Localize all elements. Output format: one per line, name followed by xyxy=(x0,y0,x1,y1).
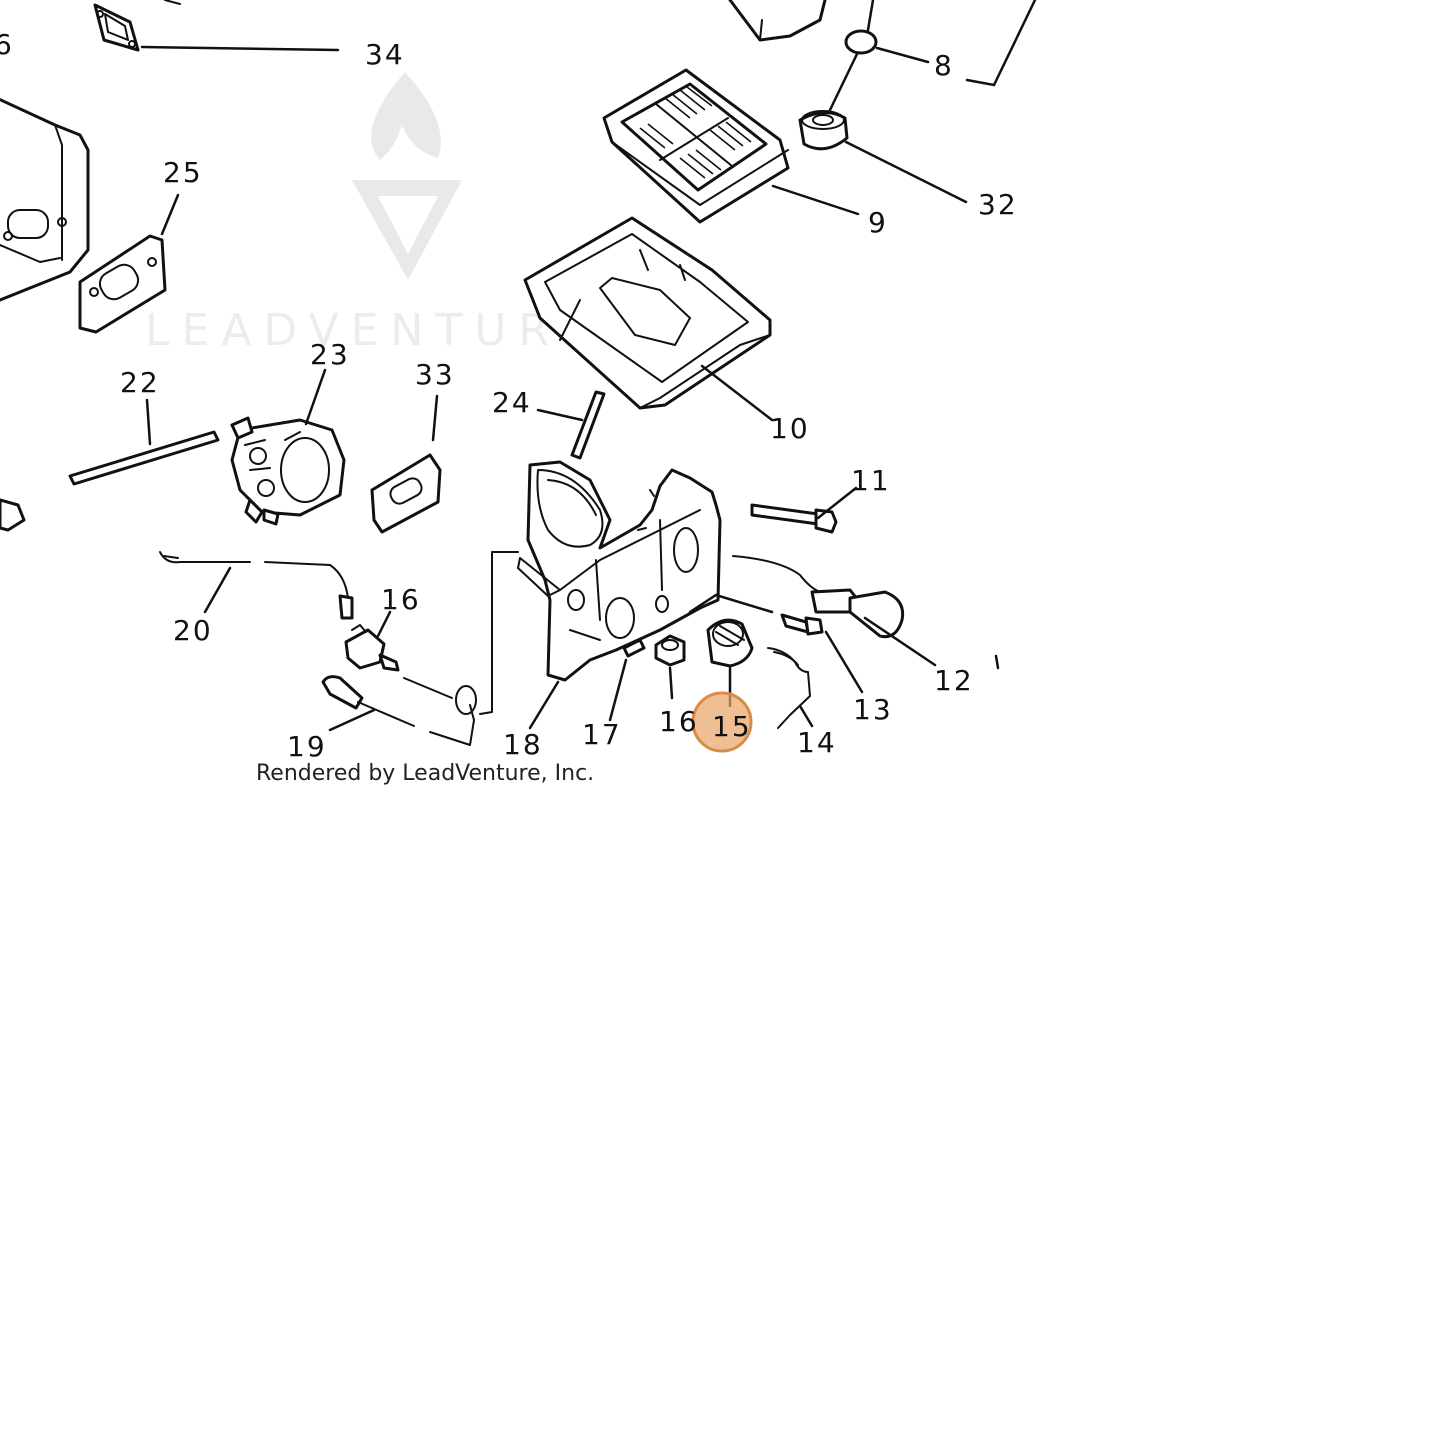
callout-14[interactable]: 14 xyxy=(797,726,837,759)
part-8-ring[interactable] xyxy=(844,29,878,55)
callout-11[interactable]: 11 xyxy=(851,464,891,497)
callout-17[interactable]: 17 xyxy=(582,718,622,751)
render-credit: Rendered by LeadVenture, Inc. xyxy=(256,761,594,786)
part-19-terminal[interactable] xyxy=(321,675,477,746)
callout-10[interactable]: 10 xyxy=(770,412,810,445)
callout-13[interactable]: 13 xyxy=(853,693,893,726)
callout-15[interactable]: 15 xyxy=(712,710,752,743)
callout-23[interactable]: 23 xyxy=(310,338,350,371)
callout-25[interactable]: 25 xyxy=(163,156,203,189)
part-10-filter-housing[interactable] xyxy=(523,216,772,410)
part-24-rod[interactable] xyxy=(570,390,606,460)
part-16-switch-upper[interactable] xyxy=(344,624,400,672)
callout-6[interactable]: 6 xyxy=(0,28,14,61)
part-18-wire xyxy=(479,551,519,715)
part-9-air-filter[interactable] xyxy=(602,68,790,224)
callout-9[interactable]: 9 xyxy=(868,206,888,239)
callout-12[interactable]: 12 xyxy=(934,664,974,697)
part-16-nut-lower[interactable] xyxy=(654,634,686,667)
callout-24[interactable]: 24 xyxy=(492,386,532,419)
part-left-edge-fitting[interactable] xyxy=(0,498,26,532)
callout-labels: 34 6 8 25 9 32 22 23 33 24 10 11 16 20 1… xyxy=(0,28,1018,763)
part-25-gasket[interactable] xyxy=(78,234,167,334)
callout-8[interactable]: 8 xyxy=(934,49,954,82)
callout-16-lower[interactable]: 16 xyxy=(659,705,699,738)
leadventure-watermark: LEADVENTURE xyxy=(145,72,601,356)
part-18-chassis[interactable] xyxy=(517,460,722,682)
part-12-choke-cable[interactable] xyxy=(732,555,905,639)
callout-32[interactable]: 32 xyxy=(978,188,1018,221)
part-33-gasket[interactable] xyxy=(370,453,442,534)
part-14-wire[interactable] xyxy=(767,647,811,729)
callout-34[interactable]: 34 xyxy=(365,38,405,71)
part-23-carburetor[interactable] xyxy=(230,416,346,526)
part-13-screw[interactable] xyxy=(780,613,824,636)
part-11-bolt[interactable] xyxy=(750,503,838,534)
part-15-knob[interactable] xyxy=(706,618,754,668)
callout-22[interactable]: 22 xyxy=(120,366,160,399)
part-34-bracket[interactable] xyxy=(93,0,181,52)
callout-19[interactable]: 19 xyxy=(287,730,327,763)
watermark-text: LEADVENTURE xyxy=(145,305,601,356)
part-20-cable[interactable] xyxy=(159,551,354,620)
part-32-grommet[interactable] xyxy=(798,110,849,151)
callout-16-upper[interactable]: 16 xyxy=(381,583,421,616)
part-22-rod[interactable] xyxy=(68,430,220,486)
leader-lines xyxy=(140,0,1037,732)
selected-callout-highlight xyxy=(691,691,753,753)
callout-18[interactable]: 18 xyxy=(503,728,543,761)
callout-20[interactable]: 20 xyxy=(173,614,213,647)
callout-33[interactable]: 33 xyxy=(415,358,455,391)
part-top-cover[interactable] xyxy=(728,0,827,42)
part-muffler[interactable] xyxy=(0,95,90,302)
